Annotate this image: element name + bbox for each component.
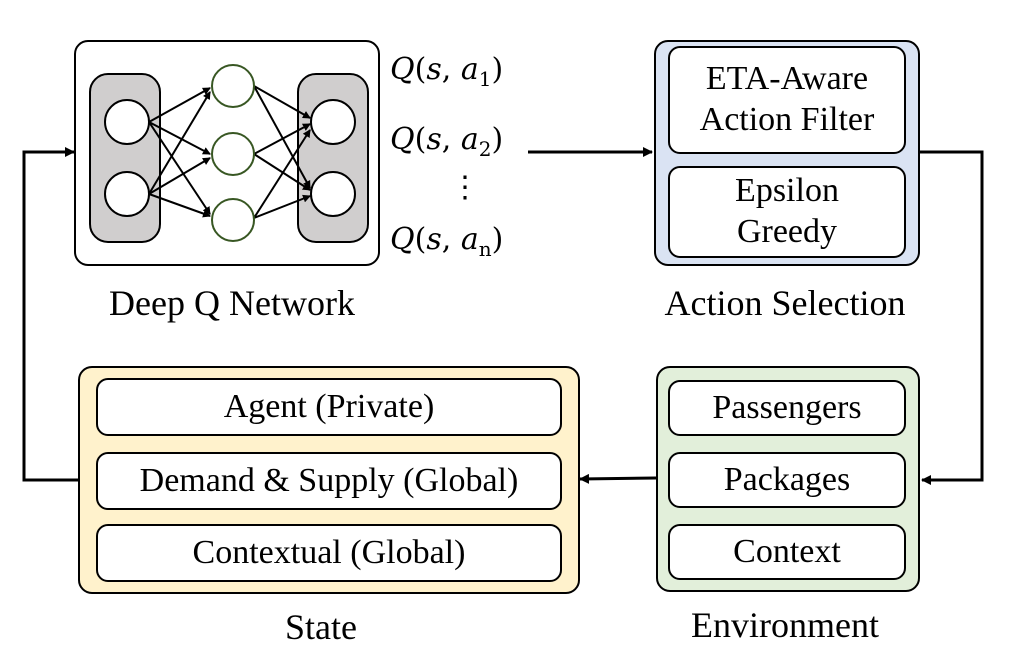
input-node xyxy=(104,171,150,217)
env-context: Context xyxy=(668,524,906,580)
environment-caption: Environment xyxy=(691,605,879,645)
dqn-box xyxy=(74,40,380,266)
state-agent-private: Agent (Private) xyxy=(96,378,562,436)
output-node xyxy=(310,99,356,145)
epsilon-greedy: Epsilon Greedy xyxy=(668,166,906,258)
input-node xyxy=(104,99,150,145)
q-ellipsis: ⋮ xyxy=(450,170,480,205)
hidden-node xyxy=(211,198,255,242)
arrow-state-to-dqn xyxy=(22,147,78,482)
dqn-caption: Deep Q Network xyxy=(109,283,355,323)
arrow-environment-to-state xyxy=(579,473,657,484)
action-selection-caption: Action Selection xyxy=(664,283,906,323)
q-value-1: Q(s, a1) xyxy=(390,52,504,91)
hidden-node xyxy=(211,132,255,176)
q-value-2: Q(s, a2) xyxy=(390,122,504,161)
env-packages: Packages xyxy=(668,452,906,508)
arrow-action-to-environment xyxy=(920,150,984,485)
state-contextual-global: Contextual (Global) xyxy=(96,524,562,582)
env-passengers: Passengers xyxy=(668,380,906,436)
state-demand-supply-global: Demand & Supply (Global) xyxy=(96,452,562,510)
hidden-node xyxy=(211,64,255,108)
q-value-n: Q(s, an) xyxy=(390,222,504,261)
neural-network-diagram xyxy=(89,64,369,243)
state-caption: State xyxy=(285,607,357,647)
output-node xyxy=(310,171,356,217)
eta-aware-action-filter: ETA-Aware Action Filter xyxy=(668,46,906,154)
